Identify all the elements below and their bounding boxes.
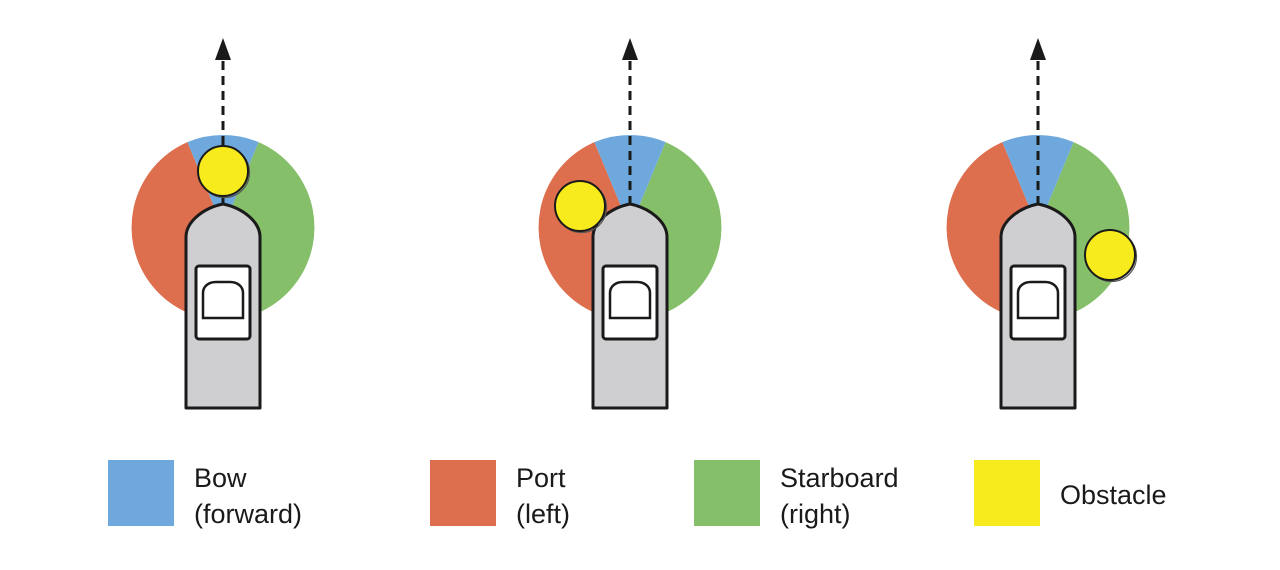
legend-label-bow: Bow (forward) xyxy=(194,460,302,532)
legend-obstacle-line1: Obstacle xyxy=(1060,480,1167,510)
legend-bow-line1: Bow xyxy=(194,463,247,493)
cabin-window xyxy=(608,280,652,320)
obstacle xyxy=(197,145,249,197)
cabin-window xyxy=(1016,280,1060,320)
legend-label-starboard: Starboard (right) xyxy=(780,460,899,532)
legend-swatch-bow xyxy=(108,460,174,526)
legend-swatch-port xyxy=(430,460,496,526)
legend-swatch-obstacle xyxy=(974,460,1040,526)
heading-arrowhead xyxy=(622,38,638,60)
panel-3 xyxy=(946,38,1138,410)
legend-bow-line2: (forward) xyxy=(194,499,303,529)
heading-arrowhead xyxy=(215,38,231,60)
panel-2 xyxy=(538,38,722,410)
legend-label-obstacle: Obstacle xyxy=(1060,477,1167,513)
legend-swatch-starboard xyxy=(694,460,760,526)
legend-port-line1: Port xyxy=(516,463,566,493)
panels-layer xyxy=(131,38,1138,410)
heading-arrowhead xyxy=(1030,38,1046,60)
obstacle xyxy=(1084,229,1136,281)
cabin-window xyxy=(201,280,245,320)
obstacle xyxy=(554,180,606,232)
legend-label-port: Port (left) xyxy=(516,460,570,532)
legend-starboard-line1: Starboard xyxy=(780,463,899,493)
panel-1 xyxy=(131,38,315,410)
legend-port-line2: (left) xyxy=(516,499,570,529)
legend-starboard-line2: (right) xyxy=(780,499,851,529)
